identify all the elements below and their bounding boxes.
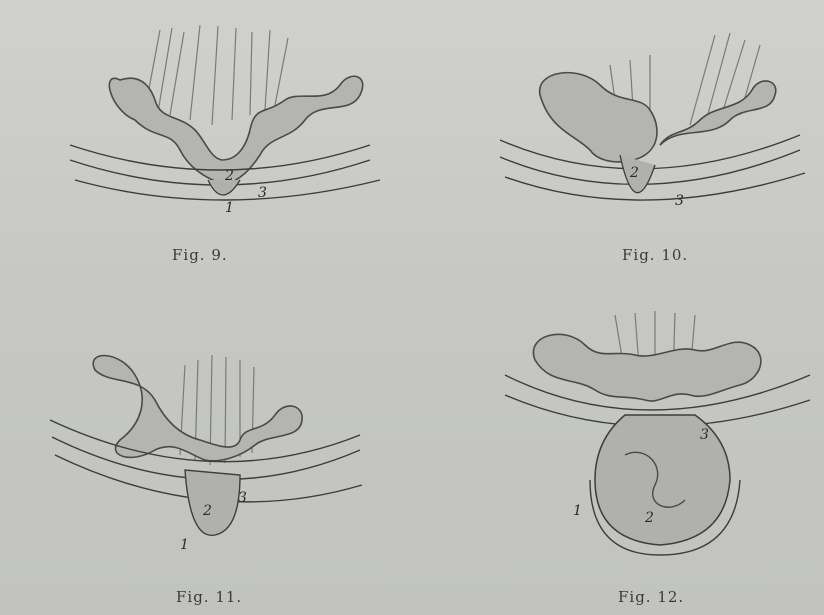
figure-9-illustration: 2 1 3	[60, 20, 390, 220]
figure-12-label-3: 3	[700, 427, 709, 443]
figure-10-label-3: 3	[675, 193, 684, 209]
figure-12-illustration: 1 2 3	[495, 305, 815, 575]
figure-12-caption: Fig. 12.	[618, 588, 684, 606]
figure-11-label-1: 1	[180, 537, 189, 553]
figure-10-label-2: 2	[630, 165, 639, 181]
figure-10-caption: Fig. 10.	[622, 246, 688, 264]
figure-10-illustration: 2 3	[490, 25, 810, 225]
figure-11-label-2: 2	[203, 503, 212, 519]
figure-9-label-2: 2	[225, 168, 234, 184]
figure-9-label-1: 1	[225, 200, 234, 216]
figure-9-label-3: 3	[258, 185, 267, 201]
figure-11-illustration: 2 3 1	[40, 345, 370, 555]
figure-9-caption: Fig. 9.	[172, 246, 228, 264]
figure-12-label-1: 1	[573, 503, 582, 519]
figure-11-label-3: 3	[238, 490, 247, 506]
figure-12-label-2: 2	[645, 510, 654, 526]
figure-11-caption: Fig. 11.	[176, 588, 242, 606]
